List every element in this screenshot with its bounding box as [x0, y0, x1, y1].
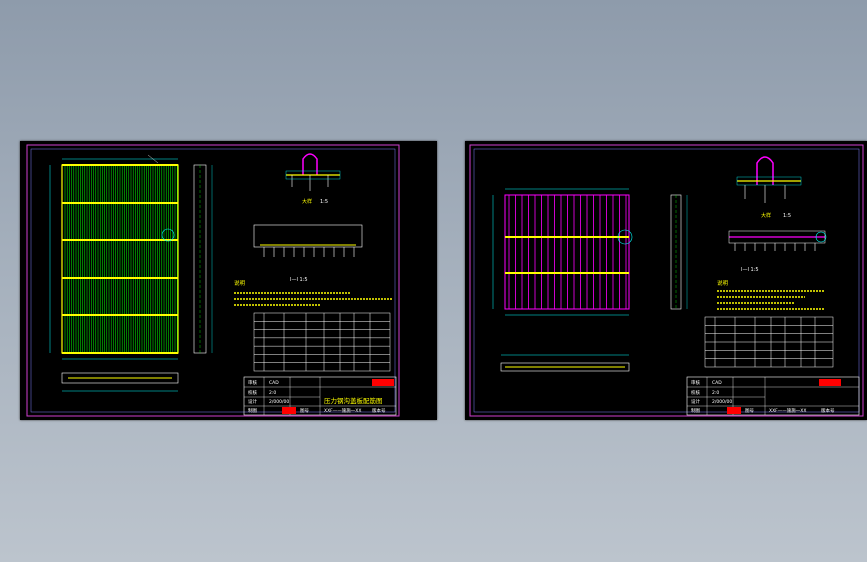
title-block: 审核 CAD 校核 2:0 设计 2/000/00 制图 图号 XXF——施施一…	[686, 376, 860, 416]
tb-bottom-code: XXF——施施一XX	[324, 407, 361, 414]
tb-bottom-tail: 版本号	[821, 407, 835, 414]
cad-drawing-left: 大样 1:5 I—I 1:5 说明	[26, 144, 400, 417]
svg-text:大样: 大样	[761, 212, 771, 219]
tb-row2-b: 2:0	[269, 390, 276, 396]
tb-row2-b: 2:0	[712, 390, 719, 396]
detail-scale-label: 1:5	[320, 199, 328, 205]
title-stamp-red	[819, 379, 841, 386]
tb-row1-a: 审核	[691, 379, 700, 386]
tb-bottom-tail: 版本号	[372, 407, 386, 414]
notes-block: 说明	[717, 279, 825, 310]
drawing-sheet-right[interactable]: 大样 1:5 I—I 1:5 说明	[465, 141, 867, 420]
hook-detail: 大样 1:5	[285, 153, 341, 205]
tb-row3-b: 2/000/00	[712, 399, 732, 405]
section-view: I—I 1:5	[253, 224, 363, 283]
tb-row1-b: CAD	[712, 380, 722, 386]
tb-row3-a: 设计	[691, 398, 700, 405]
sheet-border	[26, 144, 400, 417]
plan-view-panel	[492, 188, 633, 316]
tb-bottom-code: XXF——施施一XX	[769, 407, 806, 414]
tb-row3-a: 设计	[248, 398, 257, 405]
detail-callout-circle	[617, 229, 633, 245]
drawing-title: 压力钢沟盖板配筋图	[324, 396, 383, 405]
tb-row4-a: 制图	[248, 407, 257, 414]
title-stamp-red	[372, 379, 394, 386]
tb-row2-a: 校核	[691, 389, 700, 396]
notes-heading: 说明	[717, 279, 729, 287]
section-view: I—I 1:5	[728, 230, 827, 273]
tb-row1-a: 审核	[248, 379, 257, 386]
section-label: I—I 1:5	[741, 267, 759, 273]
sheet-inner-border	[30, 148, 396, 413]
sheet-border	[469, 144, 864, 417]
section-label: I—I 1:5	[290, 277, 308, 283]
tb-bottom-label: 图号	[745, 408, 754, 414]
notes-heading: 说明	[234, 279, 246, 287]
rebar-table	[704, 316, 834, 368]
rebar-table	[253, 312, 391, 372]
side-elevation	[670, 194, 688, 310]
cad-drawing-right: 大样 1:5 I—I 1:5 说明	[469, 144, 864, 417]
title-block: 审核 CAD 校核 2:0 设计 2/000/00 制图 压力钢沟盖板配筋图 图…	[243, 376, 397, 416]
plan-view-panel	[49, 154, 179, 360]
tb-row1-b: CAD	[269, 380, 279, 386]
sheet-inner-border	[473, 148, 860, 413]
tb-row3-b: 2/000/00	[269, 399, 289, 405]
tb-row2-a: 校核	[248, 389, 257, 396]
drawing-sheet-left[interactable]: 大样 1:5 I—I 1:5 说明	[20, 141, 437, 420]
bottom-section-view	[61, 372, 179, 392]
side-elevation	[193, 164, 213, 354]
svg-text:大样: 大样	[302, 198, 312, 205]
hook-detail: 大样 1:5	[736, 156, 802, 219]
tb-bottom-label: 图号	[300, 408, 309, 414]
notes-block: 说明	[234, 279, 392, 306]
tb-row4-a: 制图	[691, 407, 700, 414]
detail-callout-circle	[161, 228, 175, 242]
bottom-section-view	[500, 354, 630, 372]
detail-scale-label: 1:5	[783, 213, 791, 219]
